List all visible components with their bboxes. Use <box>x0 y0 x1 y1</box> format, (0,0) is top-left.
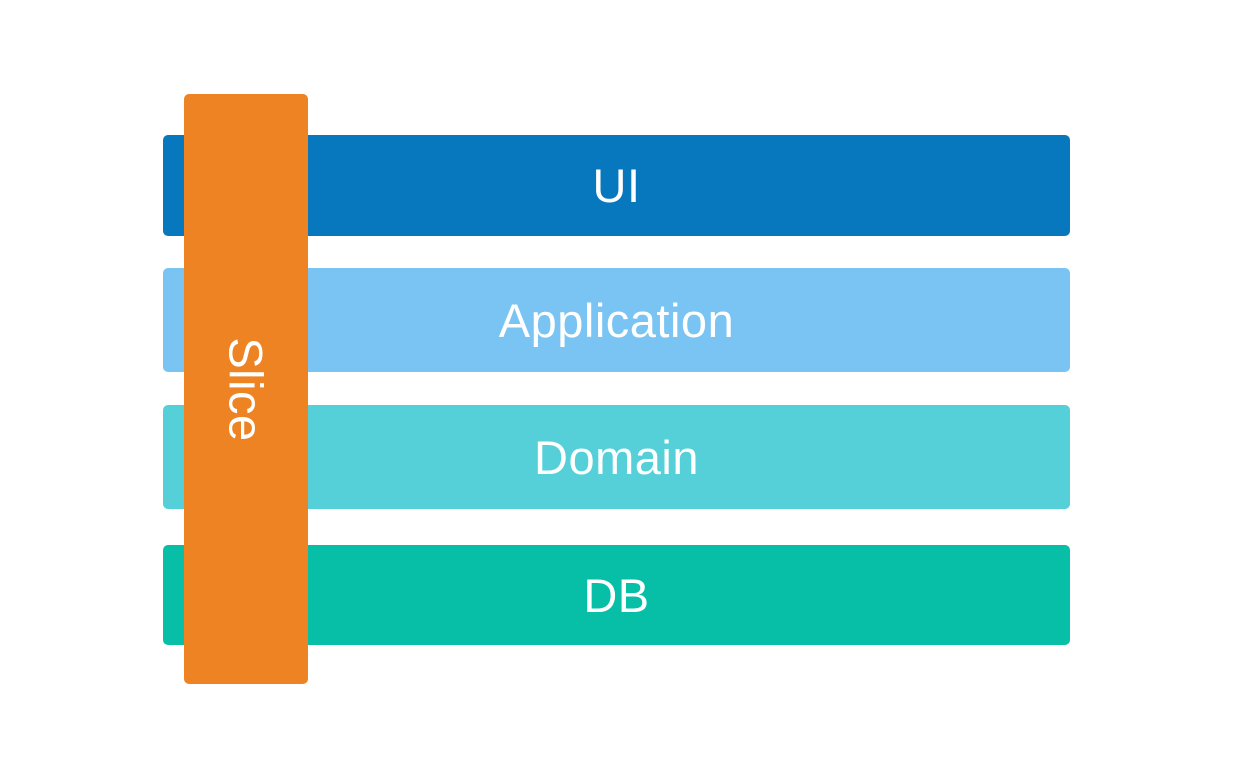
layer-bar-ui[interactable]: UI <box>163 135 1070 236</box>
layer-bar-db[interactable]: DB <box>163 545 1070 645</box>
layer-bar-application[interactable]: Application <box>163 268 1070 372</box>
layer-label-ui: UI <box>592 159 641 212</box>
slice-label: Slice <box>219 336 273 442</box>
slice-bar[interactable]: Slice <box>184 94 308 684</box>
layer-label-domain: Domain <box>534 430 699 484</box>
layer-label-application: Application <box>498 293 735 347</box>
layer-bar-domain[interactable]: Domain <box>163 405 1070 509</box>
layer-label-db: DB <box>583 568 650 622</box>
